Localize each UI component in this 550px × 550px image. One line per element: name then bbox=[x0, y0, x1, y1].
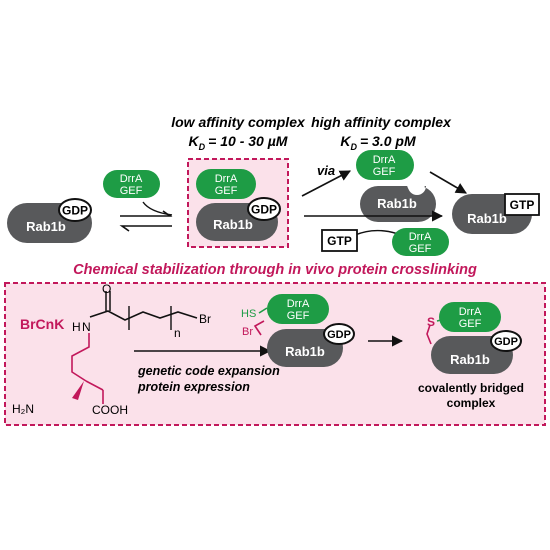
gef-shape bbox=[439, 302, 501, 332]
gef-shape bbox=[103, 170, 160, 198]
gdp-ellipse bbox=[247, 197, 281, 221]
rab1b-label: Rab1b bbox=[377, 196, 417, 211]
gdp-label: GDP bbox=[62, 204, 88, 218]
amino-acid-name: BrCnK bbox=[20, 316, 64, 332]
high-affinity-complex: DrrA GEF Rab1b bbox=[356, 150, 436, 222]
gdp-label: GDP bbox=[494, 336, 518, 348]
rab1b-pocket-shape bbox=[360, 186, 436, 222]
result-line1: covalently bridged bbox=[418, 381, 524, 395]
gdp-ellipse bbox=[58, 198, 92, 222]
gef-label-line1: DrrA bbox=[459, 306, 482, 318]
result-line2: complex bbox=[447, 396, 496, 410]
rab1b-label: Rab1b bbox=[213, 217, 253, 232]
gef-label-line1: DrrA bbox=[373, 154, 396, 166]
brcnk-structure: BrCnK O N H n Br H₂N COOH bbox=[12, 282, 211, 417]
high-affinity-title: high affinity complex bbox=[311, 114, 452, 130]
gef-shape bbox=[267, 294, 329, 324]
gdp-label: GDP bbox=[327, 329, 351, 341]
low-affinity-kd: KD= 10 - 30 µM bbox=[189, 133, 288, 152]
rab1b-shape bbox=[267, 329, 343, 367]
thiol-label: HS bbox=[241, 308, 256, 320]
high-affinity-header: high affinity complex KD= 3.0 pM bbox=[311, 114, 452, 152]
acid-group: COOH bbox=[92, 403, 128, 417]
atom-h: H bbox=[72, 320, 81, 334]
low-affinity-header: low affinity complex KD= 10 - 30 µM bbox=[171, 114, 306, 152]
gef-label-line1: DrrA bbox=[409, 231, 432, 243]
free-drra-gef-left: DrrA GEF bbox=[103, 170, 160, 198]
rab1b-label: Rab1b bbox=[467, 211, 507, 226]
gef-label-line1: DrrA bbox=[120, 173, 143, 185]
rab1b-gtp: Rab1b GTP bbox=[452, 193, 540, 234]
gef-label-line2: GEF bbox=[120, 185, 143, 197]
gdp-ellipse bbox=[323, 323, 355, 345]
amine-group: H₂N bbox=[12, 402, 34, 416]
gdp-ellipse bbox=[490, 330, 522, 352]
gef-binding-curve bbox=[142, 201, 173, 216]
covalent-complex: DrrA GEF Rab1b GDP S covalently bridged … bbox=[418, 302, 524, 410]
gef-label-line2: GEF bbox=[373, 166, 396, 178]
atom-o: O bbox=[102, 282, 111, 296]
via-label: via bbox=[317, 163, 335, 178]
released-drra-gef: DrrA GEF bbox=[392, 228, 449, 256]
empty-nucleotide-pocket bbox=[407, 175, 425, 193]
engineered-complex: DrrA GEF Rab1b GDP HS Br bbox=[241, 294, 355, 367]
low-affinity-complex: DrrA GEF Rab1b GDP bbox=[187, 158, 289, 248]
gtp-box bbox=[504, 193, 540, 216]
gef-label-line2: GEF bbox=[215, 185, 238, 197]
gef-label-line2: GEF bbox=[409, 243, 432, 255]
sulfur-label: S bbox=[427, 315, 435, 329]
free-rab1b-gdp: Rab1b GDP bbox=[7, 198, 92, 243]
gef-shape bbox=[392, 228, 449, 256]
step-line2: protein expression bbox=[137, 380, 250, 394]
gef-shape bbox=[356, 150, 414, 180]
high-affinity-kd: KD= 3.0 pM bbox=[340, 133, 416, 152]
atom-br: Br bbox=[199, 312, 211, 326]
gef-shape bbox=[196, 169, 256, 199]
rab1b-label: Rab1b bbox=[26, 219, 66, 234]
gtp-box bbox=[321, 229, 358, 252]
equilibrium-arrows bbox=[119, 210, 173, 232]
gef-label-line1: DrrA bbox=[287, 298, 310, 310]
step-line1: genetic code expansion bbox=[137, 364, 280, 378]
atom-n: N bbox=[82, 320, 91, 334]
arrow-high-to-gtp bbox=[429, 171, 467, 194]
repeat-n: n bbox=[174, 326, 181, 340]
bromine-label: Br bbox=[242, 326, 253, 338]
low-affinity-title: low affinity complex bbox=[171, 114, 306, 130]
gdp-label: GDP bbox=[251, 203, 277, 217]
rab1b-label: Rab1b bbox=[450, 352, 490, 367]
gef-label-line2: GEF bbox=[459, 318, 482, 330]
rab1b-label: Rab1b bbox=[285, 344, 325, 359]
arrow-to-high-affinity bbox=[301, 170, 351, 197]
gef-label-line2: GEF bbox=[287, 310, 310, 322]
incoming-gtp: GTP bbox=[321, 229, 358, 252]
section-title: Chemical stabilization through in vivo p… bbox=[73, 262, 477, 278]
gtp-label: GTP bbox=[510, 198, 535, 212]
gtp-label: GTP bbox=[327, 234, 352, 248]
gef-label-line1: DrrA bbox=[215, 173, 238, 185]
